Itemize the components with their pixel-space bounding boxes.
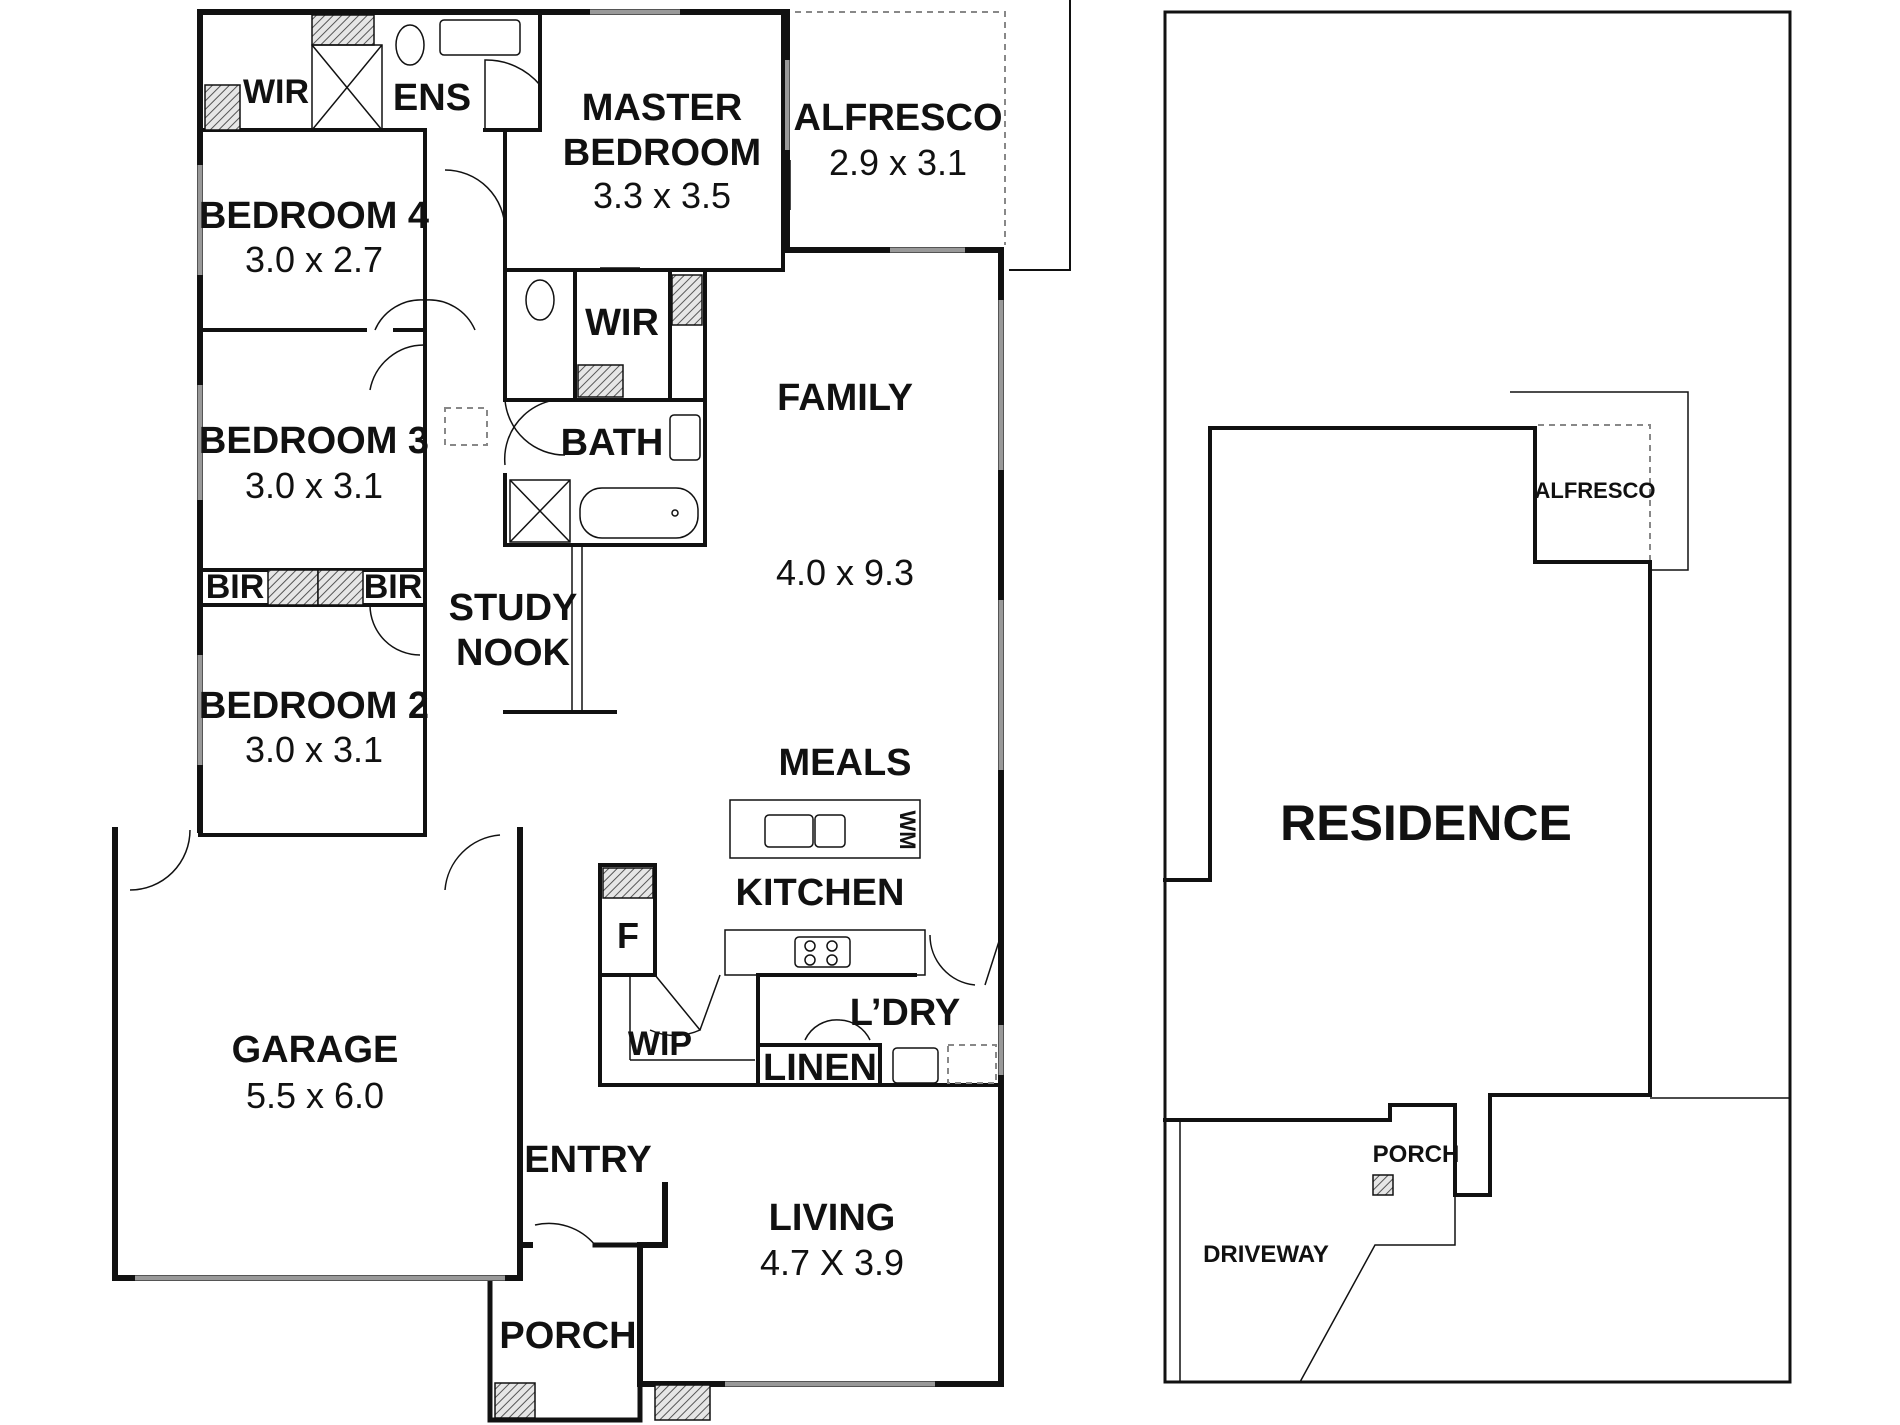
master-bedroom-label-2: BEDROOM [563, 132, 761, 174]
linen-label: LINEN [763, 1047, 877, 1089]
family-label: FAMILY [777, 377, 913, 419]
master-bedroom-label-1: MASTER [582, 87, 742, 129]
porch-label: PORCH [499, 1315, 636, 1357]
site-alfresco-label: ALFRESCO [1535, 478, 1656, 503]
washing-machine-label: WM [895, 810, 920, 849]
bedroom-4-label: BEDROOM 4 [199, 195, 429, 237]
driveway-label: DRIVEWAY [1203, 1241, 1329, 1268]
bath-label: BATH [561, 422, 664, 464]
living-dimensions: 4.7 X 3.9 [760, 1242, 904, 1283]
ensuite-label: ENS [393, 77, 471, 119]
alfresco-area [795, 0, 1071, 271]
bedroom-3-label: BEDROOM 3 [199, 420, 429, 462]
wir-middle-label: WIR [585, 302, 659, 344]
room-labels: WIR ENS MASTER BEDROOM 3.3 x 3.5 ALFRESC… [199, 73, 1003, 1357]
bedroom-2-dimensions: 3.0 x 3.1 [245, 729, 383, 770]
windows [135, 9, 1004, 1387]
site-plan: RESIDENCE ALFRESCO PORCH DRIVEWAY [1163, 10, 1792, 1384]
garage-dimensions: 5.5 x 6.0 [246, 1075, 384, 1116]
wir-top-label: WIR [243, 73, 309, 111]
bir-right-label: BIR [364, 568, 423, 606]
alfresco-label: ALFRESCO [794, 97, 1003, 139]
family-dimensions: 4.0 x 9.3 [776, 552, 914, 593]
site-porch-label: PORCH [1373, 1141, 1460, 1168]
study-nook-label-1: STUDY [449, 587, 578, 629]
entry-label: ENTRY [524, 1139, 651, 1181]
built-in-fixtures [204, 14, 711, 1421]
bir-left-label: BIR [206, 568, 265, 606]
alfresco-dimensions: 2.9 x 3.1 [829, 142, 967, 183]
site-boundary [1163, 10, 1792, 1384]
garage-label: GARAGE [232, 1029, 399, 1071]
fridge-label: F [617, 915, 639, 956]
bedroom-2-label: BEDROOM 2 [199, 685, 429, 727]
residence-outline [1163, 426, 1652, 1197]
study-nook-label-2: NOOK [456, 632, 571, 674]
floor-plan: WIR ENS MASTER BEDROOM 3.3 x 3.5 ALFRESC… [112, 0, 1071, 1423]
kitchen-fixtures [444, 407, 997, 1084]
bedroom-4-dimensions: 3.0 x 2.7 [245, 239, 383, 280]
bathroom-fixtures [311, 19, 701, 543]
meals-label: MEALS [779, 742, 912, 784]
wip-label: WIP [628, 1025, 692, 1063]
kitchen-label: KITCHEN [736, 872, 905, 914]
doors [129, 59, 1002, 1246]
master-bedroom-dimensions: 3.3 x 3.5 [593, 175, 731, 216]
exterior-walls [112, 9, 1004, 1423]
living-label: LIVING [769, 1197, 896, 1239]
laundry-label: L’DRY [850, 992, 961, 1034]
bedroom-3-dimensions: 3.0 x 3.1 [245, 465, 383, 506]
residence-label: RESIDENCE [1280, 795, 1572, 851]
